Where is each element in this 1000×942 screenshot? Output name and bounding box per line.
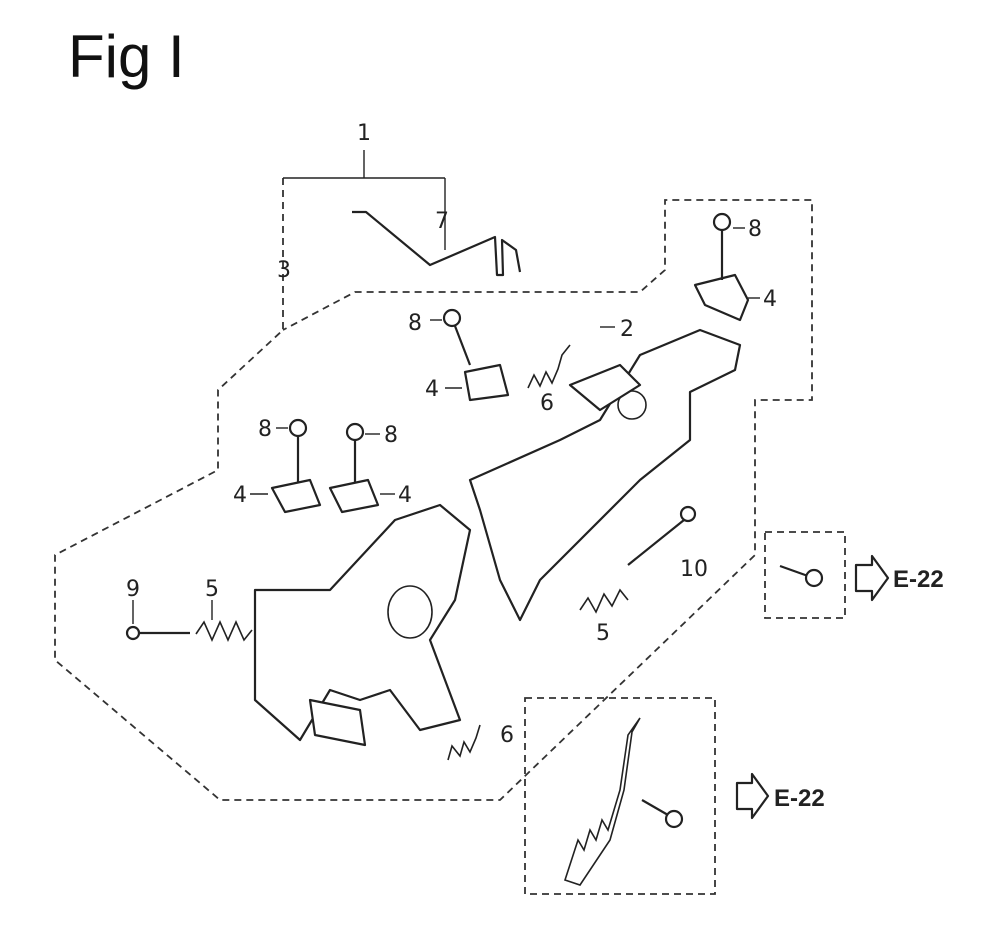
callout-8-middle: 8 — [408, 311, 422, 336]
reference-box-spring — [524, 697, 716, 895]
reference-box-bolt — [764, 531, 846, 619]
spring-5-left — [195, 620, 253, 642]
spring-5-right — [579, 588, 629, 614]
callout-6-lower: 6 — [500, 723, 514, 748]
arrow-icon-upper — [854, 554, 890, 602]
small-bolt-icon — [641, 799, 684, 829]
bolt-icon — [779, 564, 824, 588]
bolt-8-left-b — [345, 422, 365, 482]
clamp-4-middle — [463, 363, 510, 402]
governor-plate — [253, 503, 472, 742]
callout-2: 2 — [620, 317, 634, 342]
reference-label-upper[interactable]: E-22 — [893, 566, 944, 593]
callout-4-left-b: 4 — [398, 483, 412, 508]
figure-title: Fig I — [68, 23, 185, 90]
callout-8-left-a: 8 — [258, 417, 272, 442]
assembly-boundary — [54, 178, 813, 801]
bolt-9 — [125, 625, 190, 641]
callout-4-middle: 4 — [425, 377, 439, 402]
callout-3: 3 — [277, 258, 291, 283]
callout-8-upper-right: 8 — [748, 217, 762, 242]
arrow-icon-lower — [735, 772, 770, 820]
extension-spring-icon — [563, 717, 641, 886]
callout-10: 10 — [680, 557, 708, 582]
clamp-4-upper-right — [693, 273, 750, 322]
bolt-10 — [627, 505, 697, 566]
callout-5-left: 5 — [205, 577, 219, 602]
lever-2-body — [568, 363, 642, 412]
reference-label-lower[interactable]: E-22 — [774, 785, 825, 812]
bolt-8-middle — [442, 308, 472, 366]
callout-9: 9 — [126, 577, 140, 602]
spring-6-lower — [447, 724, 481, 761]
spring-6-upper — [527, 344, 571, 389]
bolt-8-upper-right — [712, 212, 732, 280]
callout-8-left-b: 8 — [384, 423, 398, 448]
bolt-8-left-a — [288, 418, 308, 482]
clamp-4-left-a — [270, 478, 322, 514]
clamp-4-left-b — [328, 478, 380, 514]
callout-5-right: 5 — [596, 621, 610, 646]
spring-boss — [387, 585, 433, 639]
callout-4-upper-right: 4 — [763, 287, 777, 312]
callout-1: 1 — [357, 121, 371, 146]
group-bracket — [283, 150, 446, 250]
rod-7 — [352, 210, 522, 277]
callout-4-left-a: 4 — [233, 483, 247, 508]
callout-7: 7 — [435, 209, 449, 234]
callout-6-upper: 6 — [540, 391, 554, 416]
lower-bracket — [308, 698, 367, 747]
